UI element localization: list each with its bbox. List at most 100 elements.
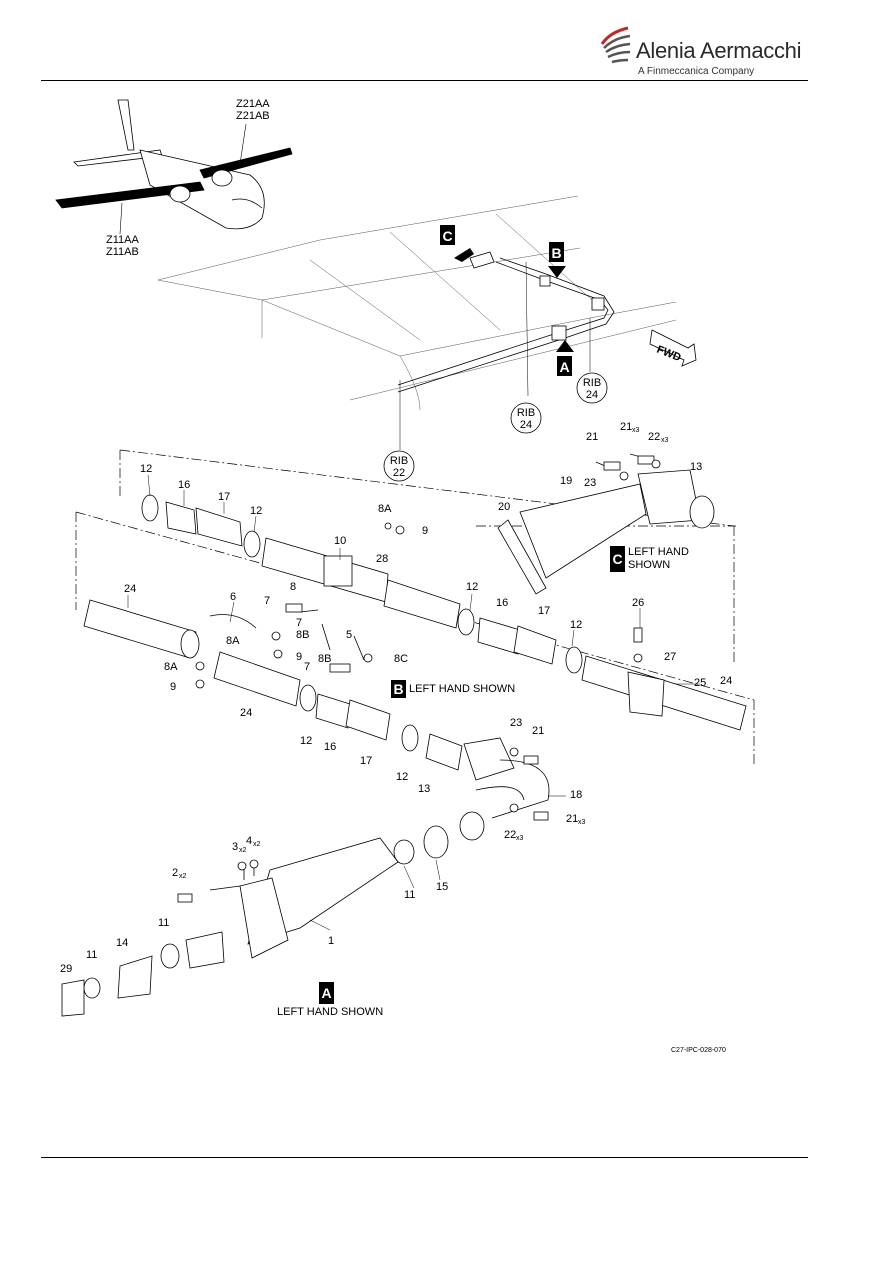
arrow-up-icon <box>556 340 574 352</box>
callout: 4 <box>246 835 252 847</box>
callout: 9 <box>296 651 302 663</box>
qty: x2 <box>239 847 247 854</box>
callout: 21 <box>620 421 632 433</box>
callout: 11 <box>404 889 415 901</box>
qty: x2 <box>179 873 187 880</box>
callout: 7 <box>304 661 310 673</box>
view-caption-line: SHOWN <box>628 559 671 571</box>
callout: 6 <box>230 591 236 603</box>
logo-mark-icon <box>600 26 631 64</box>
callout: 9 <box>422 525 428 537</box>
callout: 28 <box>376 553 388 565</box>
zone-label: Z11AB <box>106 246 139 258</box>
rib-bubble <box>510 402 542 434</box>
callout: 13 <box>418 783 430 795</box>
hardware <box>177 455 661 903</box>
qty: x3 <box>661 437 669 444</box>
rib-label: RIB <box>390 455 408 467</box>
callout: 22 <box>504 829 516 841</box>
callout: 7 <box>296 617 302 629</box>
callout: 19 <box>560 475 572 487</box>
rib-number: 24 <box>520 419 532 431</box>
wing-outline <box>157 195 677 450</box>
callout: 23 <box>510 717 522 729</box>
callout: 8B <box>296 629 309 641</box>
zone-label: Z21AB <box>236 110 270 122</box>
upper-duct <box>141 494 747 731</box>
callout: 16 <box>324 741 336 753</box>
qty: x3 <box>516 835 524 842</box>
callout: 23 <box>584 477 596 489</box>
zone-label: Z21AA <box>236 98 270 110</box>
callout: 25 <box>694 677 706 689</box>
callout: 17 <box>538 605 550 617</box>
fwd-arrow-icon <box>649 329 697 367</box>
callout: 12 <box>250 505 262 517</box>
callout: 16 <box>496 597 508 609</box>
view-caption-line: LEFT HAND <box>628 546 689 558</box>
callout: 8C <box>394 653 408 665</box>
callout: 20 <box>498 501 510 513</box>
callout: 16 <box>178 479 190 491</box>
view-letter-box: C <box>610 546 625 572</box>
view-marker-letter: A <box>559 359 569 375</box>
arrow-down-icon <box>548 266 566 278</box>
callout: 11 <box>86 949 97 961</box>
callout: 21 <box>566 813 578 825</box>
callout: 8A <box>378 503 392 515</box>
header-rule <box>41 80 808 81</box>
figure-reference: C27-IPC-028-070 <box>671 1047 726 1054</box>
company-logo: Alenia Aermacchi A Finmeccanica Company <box>598 22 801 80</box>
view-caption-text: LEFT HAND SHOWN <box>409 682 516 695</box>
wing-duct <box>397 251 615 393</box>
callout: 8B <box>318 653 331 665</box>
callout: 2 <box>172 867 178 879</box>
callout: 21 <box>532 725 544 737</box>
rib-number: 22 <box>393 467 405 479</box>
callout: 12 <box>466 581 478 593</box>
callout: 12 <box>570 619 582 631</box>
aircraft-overview <box>55 99 293 235</box>
callout: 1 <box>328 935 334 947</box>
callout: 21 <box>586 431 598 443</box>
callout: 15 <box>436 881 448 893</box>
view-marker-c <box>440 225 455 245</box>
callout: 9 <box>170 681 176 693</box>
rib-label: RIB <box>517 407 535 419</box>
callout: 24 <box>240 707 252 719</box>
zone-label: Z11AA <box>106 234 139 246</box>
rib-bubble <box>576 372 608 404</box>
rib-label: RIB <box>583 377 601 389</box>
rib-number: 24 <box>586 389 598 401</box>
leader-lines <box>127 474 700 931</box>
callout: 11 <box>158 917 169 929</box>
view-a-letter-wrap: A <box>319 982 337 1004</box>
callout: 13 <box>690 461 702 473</box>
callout: 18 <box>570 789 582 801</box>
callout: 26 <box>632 597 644 609</box>
callout: 24 <box>720 675 732 687</box>
qty: x3 <box>632 427 640 434</box>
view-a-caption: LEFT HAND SHOWN <box>277 1006 384 1018</box>
callout: 8A <box>226 635 240 647</box>
callout: 3 <box>232 841 238 853</box>
assembly-a <box>61 825 449 1017</box>
qty: x2 <box>253 841 261 848</box>
view-letter-box: B <box>391 680 406 698</box>
callout: 12 <box>300 735 312 747</box>
view-marker-letter: B <box>551 245 561 261</box>
arrow-icon <box>454 248 474 262</box>
qty: x3 <box>578 819 586 826</box>
callouts: 12 16 17 12 10 8A 9 28 12 16 17 12 26 27… <box>60 421 732 975</box>
callout: 27 <box>664 651 676 663</box>
callout: 24 <box>124 583 136 595</box>
callout: 12 <box>140 463 152 475</box>
callout: 8 <box>290 581 296 593</box>
view-letter-box: A <box>319 982 334 1004</box>
view-marker-b <box>549 242 564 262</box>
callout: 7 <box>264 595 270 607</box>
view-c-caption: C LEFT HAND SHOWN <box>610 546 689 572</box>
callout: 22 <box>648 431 660 443</box>
